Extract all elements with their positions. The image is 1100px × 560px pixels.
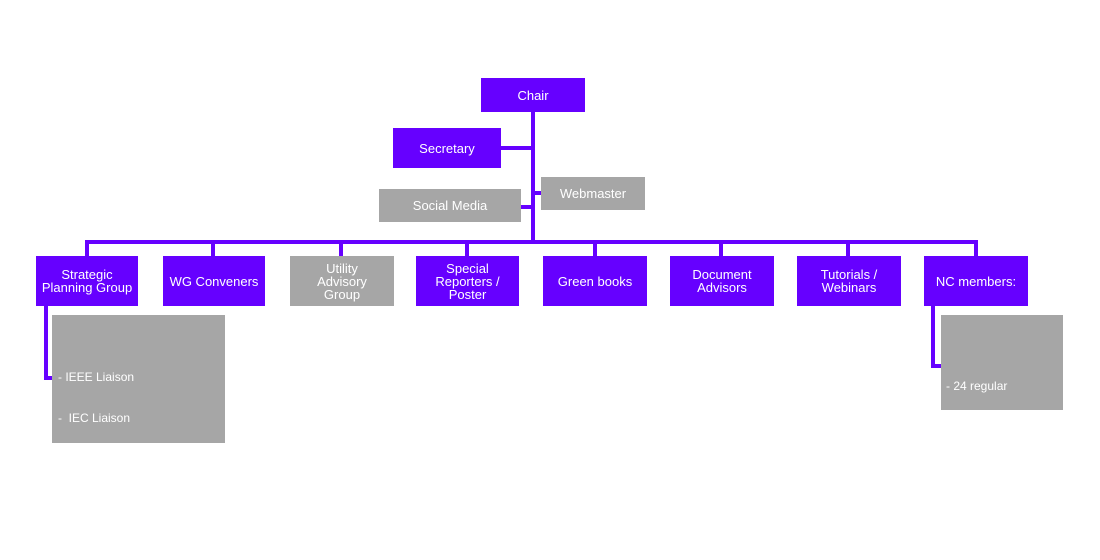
tutorials-webinars-box: Tutorials / Webinars <box>797 256 901 306</box>
utility-advisory-group-box: Utility Advisory Group <box>290 256 394 306</box>
social-media-box: Social Media <box>379 189 521 222</box>
secretary-box: Secretary <box>393 128 501 168</box>
wg-conveners-box: WG Conveners <box>163 256 265 306</box>
chair-box: Chair <box>481 78 585 112</box>
strategic-details-box: - IEEE Liaison - IEC Liaison - Distribut… <box>52 315 225 546</box>
strategic-planning-group-box: Strategic Planning Group <box>36 256 138 306</box>
webmaster-box: Webmaster <box>541 177 645 210</box>
list-item: - Africa Project <box>58 532 140 546</box>
connector-lines <box>44 110 978 380</box>
nc-details-box: - 24 regular - 6 regular (distr.) - 16 o… <box>941 315 1063 513</box>
list-item: - 16 observing <box>946 499 1023 513</box>
list-item: - Distribution <box>58 451 129 465</box>
green-books-box: Green books <box>543 256 647 306</box>
special-reporters-poster-box: Special Reporters / Poster <box>416 256 519 306</box>
list-item: - IEEE Liaison <box>58 370 135 384</box>
list-item: - IEC Liaison <box>58 410 131 425</box>
list-item: - 24 regular <box>946 379 1008 393</box>
nc-members-box: NC members: <box>924 256 1028 306</box>
list-item: - 6 regular (distr.) <box>946 439 1038 453</box>
document-advisors-box: Document Advisors <box>670 256 774 306</box>
list-item: - Current Zero Club Liaison <box>58 491 207 506</box>
